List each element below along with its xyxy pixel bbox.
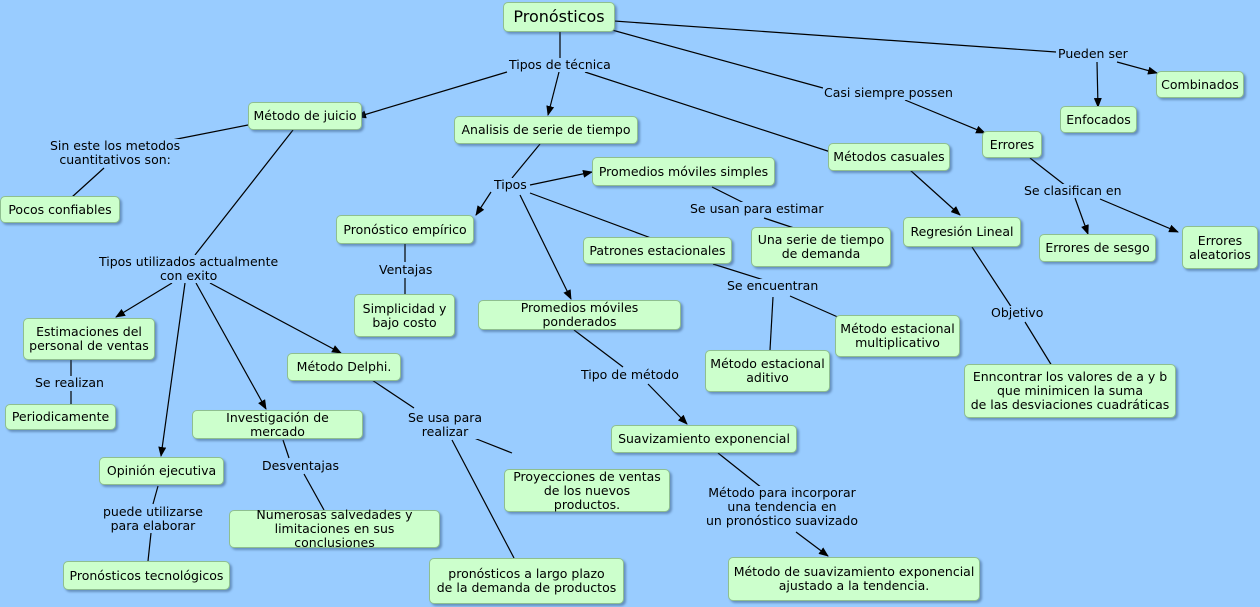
node-estimaciones-personal[interactable]: Estimaciones del personal de ventas — [23, 318, 155, 360]
node-proyecciones-ventas[interactable]: Proyecciones de ventas de los nuevos pro… — [504, 469, 670, 512]
node-serie-tiempo-demanda[interactable]: Una serie de tiempo de demanda — [751, 227, 891, 267]
label-tipos-utilizados: Tipos utilizados actualmente con exito — [98, 254, 280, 283]
node-opinion-ejecutiva[interactable]: Opinión ejecutiva — [99, 457, 224, 485]
label-puede-utilizarse: puede utilizarse para elaborar — [102, 504, 204, 533]
node-estacional-aditivo[interactable]: Método estacional aditivo — [705, 350, 830, 392]
node-pronosticos[interactable]: Pronósticos — [503, 2, 615, 32]
node-metodos-casuales[interactable]: Métodos casuales — [828, 143, 950, 171]
node-pronostico-empirico[interactable]: Pronóstico empírico — [336, 215, 474, 244]
node-combinados[interactable]: Combinados — [1156, 71, 1244, 98]
node-suavizamiento-ajustado-tendencia[interactable]: Método de suavizamiento exponencial ajus… — [728, 557, 980, 601]
label-casi-siempre-possen: Casi siempre possen — [823, 85, 954, 100]
label-se-realizan: Se realizan — [34, 375, 105, 390]
node-promedios-moviles-ponderados[interactable]: Promedios móviles ponderados — [478, 300, 681, 330]
node-errores[interactable]: Errores — [982, 131, 1042, 158]
label-desventajas: Desventajas — [261, 458, 341, 473]
label-se-clasifican-en: Se clasifican en — [1023, 183, 1123, 198]
node-analisis-serie-de-tiempo[interactable]: Analisis de serie de tiempo — [454, 116, 638, 144]
label-pueden-ser: Pueden ser — [1057, 46, 1129, 61]
label-se-usan-para-estimar: Se usan para estimar — [689, 201, 825, 216]
node-periodicamente[interactable]: Periodicamente — [5, 404, 116, 430]
node-patrones-estacionales[interactable]: Patrones estacionales — [583, 237, 732, 264]
node-suavizamiento-exponencial[interactable]: Suavizamiento exponencial — [611, 425, 797, 453]
node-errores-aleatorios[interactable]: Errores aleatorios — [1182, 226, 1258, 269]
label-tipos-de-tecnica: Tipos de técnica — [508, 57, 612, 72]
node-pocos-confiables[interactable]: Pocos confiables — [0, 196, 120, 223]
node-errores-de-sesgo[interactable]: Errores de sesgo — [1039, 234, 1156, 262]
label-se-usa-para-realizar: Se usa para realizar — [407, 410, 484, 439]
node-enfocados[interactable]: Enfocados — [1060, 106, 1137, 133]
label-metodo-para-incorporar: Método para incorporar una tendencia en … — [705, 485, 859, 528]
node-investigacion-de-mercado[interactable]: Investigación de mercado — [192, 410, 363, 439]
node-promedios-moviles-simples[interactable]: Promedios móviles simples — [592, 157, 775, 186]
label-ventajas: Ventajas — [378, 262, 434, 277]
label-sin-este: Sin este los metodos cuantitativos son: — [49, 138, 182, 167]
node-enncontrar-valores[interactable]: Enncontrar los valores de a y b que mini… — [964, 364, 1176, 418]
node-pronosticos-tecnologicos[interactable]: Pronósticos tecnológicos — [63, 561, 230, 590]
node-regresion-lineal[interactable]: Regresión Lineal — [903, 217, 1021, 247]
node-pronosticos-largo-plazo[interactable]: pronósticos a largo plazo de la demanda … — [429, 558, 624, 604]
node-estacional-multiplicativo[interactable]: Método estacional multiplicativo — [835, 315, 960, 357]
node-simplicidad-bajo-costo[interactable]: Simplicidad y bajo costo — [354, 294, 455, 337]
label-tipos: Tipos — [493, 177, 528, 192]
node-metodo-de-juicio[interactable]: Método de juicio — [248, 102, 362, 130]
label-objetivo: Objetivo — [990, 305, 1045, 320]
node-metodo-delphi[interactable]: Método Delphi. — [287, 353, 401, 381]
node-numerosas-salvedades[interactable]: Numerosas salvedades y limitaciones en s… — [229, 508, 440, 550]
label-tipo-de-metodo: Tipo de método — [580, 367, 680, 382]
label-se-encuentran: Se encuentran — [726, 278, 820, 293]
